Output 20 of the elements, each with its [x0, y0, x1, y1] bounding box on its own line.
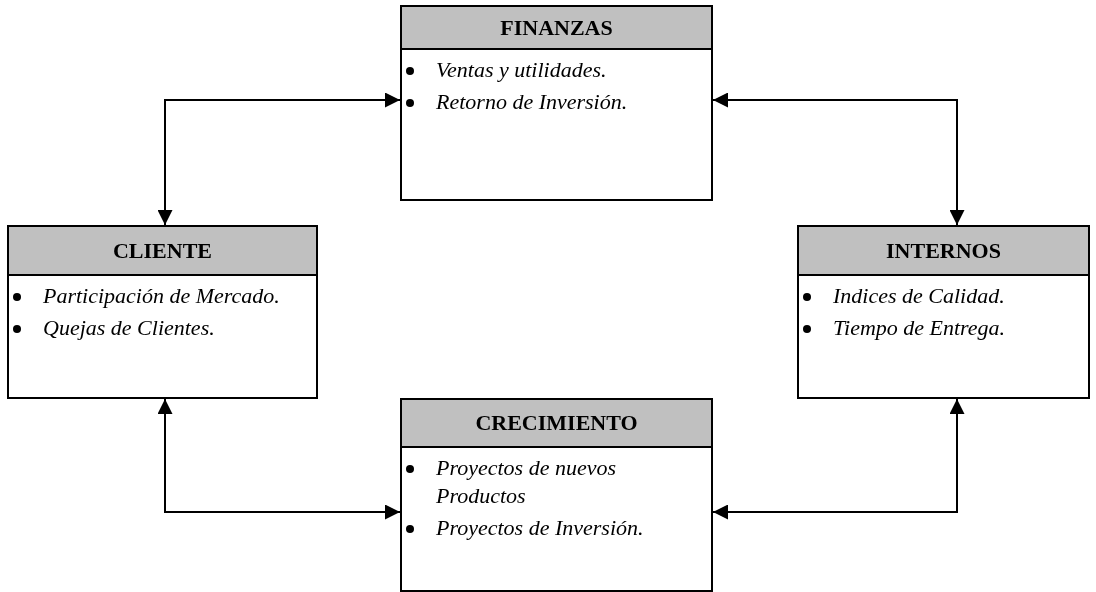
bullet-text: Proyectos de nuevos Productos — [436, 454, 617, 510]
card — [797, 225, 1090, 399]
card-header: CRECIMIENTO — [402, 400, 711, 448]
bullet-text: Indices de Calidad. — [833, 282, 1005, 310]
bullet-text: Ventas y utilidades. — [436, 56, 607, 84]
double-arrow — [712, 398, 965, 520]
card-header: CLIENTE — [9, 227, 316, 276]
double-arrow — [157, 398, 401, 520]
card — [400, 398, 713, 592]
card-header: FINANZAS — [402, 7, 711, 50]
card — [7, 225, 318, 399]
bullet-text: Proyectos de Inversión. — [436, 514, 644, 542]
card-header: INTERNOS — [799, 227, 1088, 276]
bullet-text: Quejas de Clientes. — [43, 314, 215, 342]
bullet-text: Retorno de Inversión. — [436, 88, 628, 116]
double-arrow — [157, 92, 401, 226]
bullet-text: Participación de Mercado. — [43, 282, 280, 310]
double-arrow — [712, 92, 965, 226]
bullet-text: Tiempo de Entrega. — [833, 314, 1006, 342]
card — [400, 5, 713, 201]
